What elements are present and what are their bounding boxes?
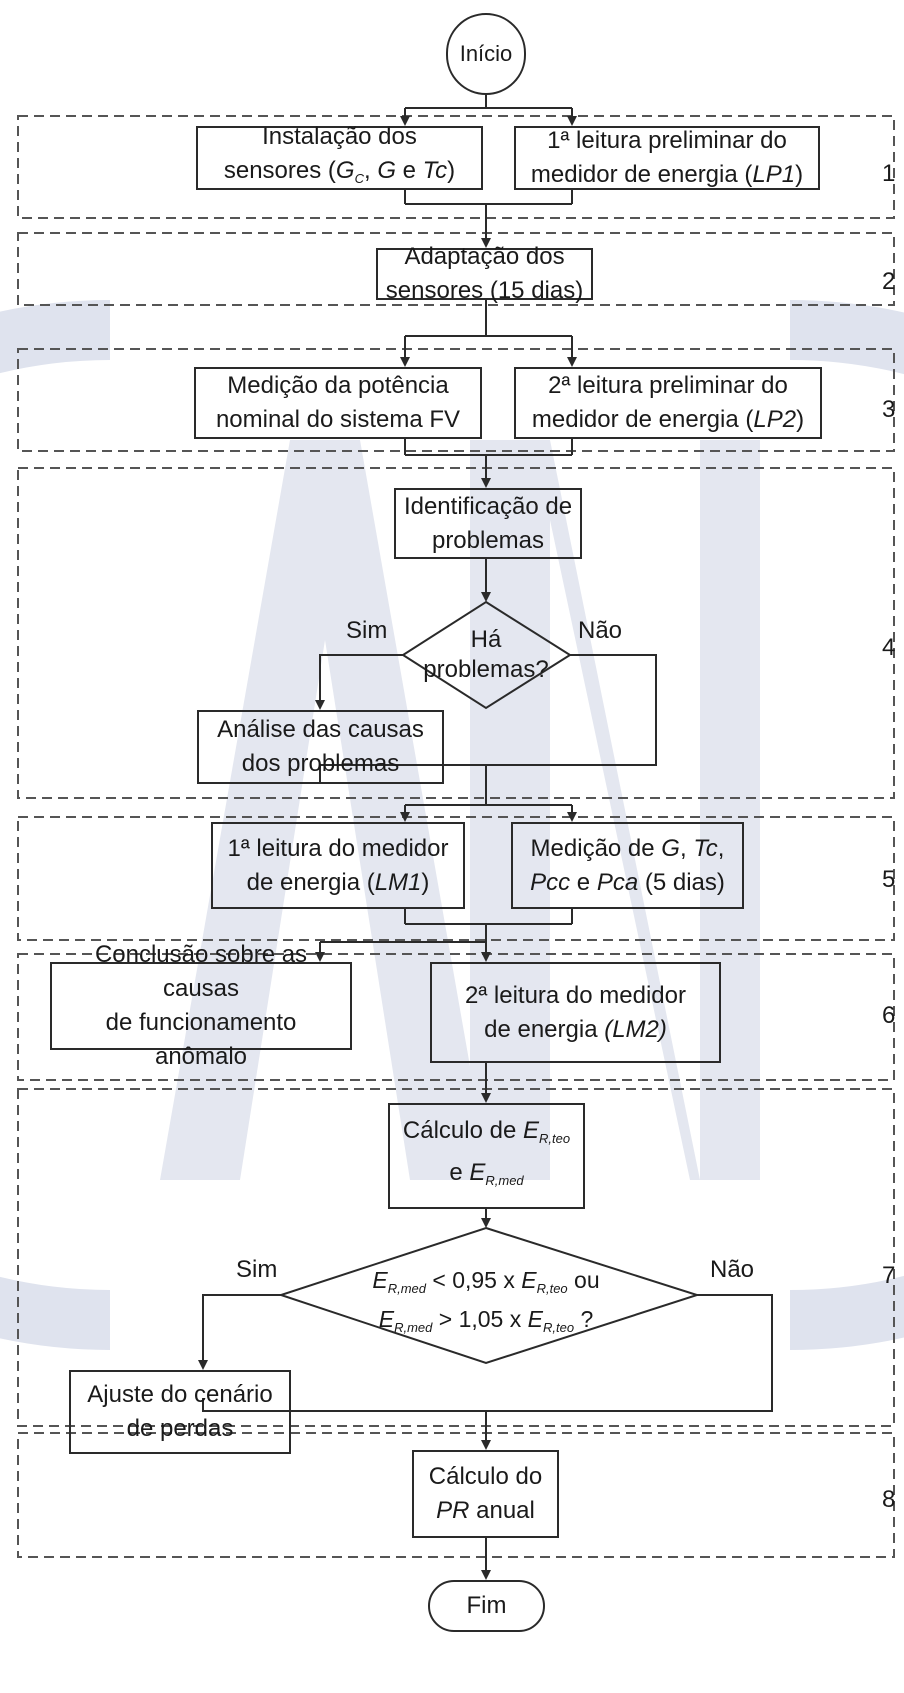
power-measurement-line2: nominal do sistema FV	[215, 406, 461, 433]
identify-problems-box: Identificação de problemas	[394, 488, 582, 559]
lm1-line2: de energia (LM1)	[246, 868, 430, 896]
decision-diamond-2	[277, 1226, 701, 1365]
analysis-line1: Análise das causas	[217, 716, 424, 743]
analysis-line2: dos problemas	[241, 750, 400, 777]
sensor-install-line2: sensores (GC, G e Tc)	[223, 157, 456, 186]
end-label: Fim	[466, 1592, 507, 1619]
start-label: Início	[459, 41, 513, 66]
decision1-line2: problemas?	[423, 656, 549, 683]
stage-frame-2	[17, 232, 895, 306]
lm2-line1: 2ª leitura do medidor	[464, 981, 686, 1009]
analysis-box: Análise das causas dos problemas	[197, 710, 444, 784]
decision1-no-label: Não	[578, 617, 623, 644]
lp1-box: 1ª leitura preliminar do medidor de ener…	[514, 126, 820, 190]
calc-pr-line2: PR anual	[436, 1497, 535, 1524]
power-measurement-line1: Medição da potência	[227, 372, 449, 399]
power-measurement-box: Medição da potência nominal do sistema F…	[194, 367, 482, 439]
adaptation-box: Adaptação dos sensores (15 dias)	[376, 243, 593, 304]
conclusion-line2: de funcionamento anômalo	[105, 1009, 297, 1070]
adjust-line1: Ajuste do cenário	[87, 1381, 273, 1408]
adaptation-line1: Adaptação dos	[404, 243, 565, 270]
stage-number-6: 6	[882, 1002, 896, 1029]
decision1-line1: Há	[470, 626, 502, 653]
decision2-no-label: Não	[710, 1256, 755, 1283]
lm2-line2: de energia (LM2)	[484, 1015, 667, 1043]
lm1-box: 1ª leitura do medidor de energia (LM1)	[211, 822, 465, 909]
end-terminator: Fim	[428, 1580, 545, 1632]
identify-line1: Identificação de	[403, 492, 573, 520]
lp1-line1: 1ª leitura preliminar do	[547, 127, 787, 154]
stage-number-5: 5	[882, 866, 896, 893]
stage-frame-7	[17, 1088, 895, 1427]
adjust-scenario-box: Ajuste do cenário de perdas	[69, 1370, 291, 1454]
stage-frame-5	[17, 816, 895, 941]
decision2-line1: ER,med < 0,95 x ER,teo ou	[372, 1267, 600, 1296]
stage-frames	[17, 115, 895, 1558]
lm1-line1: 1ª leitura do medidor	[227, 834, 449, 862]
start-terminator: Início	[446, 13, 526, 95]
calc-pr-line1: Cálculo do	[428, 1463, 543, 1490]
stage-number-1: 1	[882, 160, 896, 187]
decision1-text: Há problemas?	[396, 625, 576, 685]
sensor-install-box: Instalação dos sensores (GC, G e Tc)	[196, 123, 483, 190]
decision2-text: ER,med < 0,95 x ER,teo ou ER,med > 1,05 …	[296, 1265, 676, 1343]
adaptation-line2: sensores (15 dias)	[385, 277, 584, 304]
lp2-line2: medidor de energia (LP2)	[531, 406, 805, 433]
calc-energy-line2: e ER,med	[449, 1159, 524, 1188]
measurement-box: Medição de G, Tc, Pcc e Pca (5 dias)	[511, 822, 744, 909]
adjust-line2: de perdas	[126, 1415, 234, 1442]
conclusion-line1: Conclusão sobre as causas	[94, 941, 308, 1002]
lp2-line1: 2ª leitura preliminar do	[548, 372, 788, 399]
calc-energy-box: Cálculo de ER,teo e ER,med	[388, 1103, 585, 1209]
stage-frame-3	[17, 348, 895, 452]
calc-energy-line1: Cálculo de ER,teo	[402, 1117, 571, 1146]
stage-number-3: 3	[882, 396, 896, 423]
sensor-install-line1: Instalação dos	[262, 123, 417, 150]
stage-frame-6	[17, 953, 895, 1081]
stage-frame-1	[17, 115, 895, 219]
decision1-yes-label: Sim	[346, 617, 388, 644]
measurement-line2: Pcc e Pca (5 dias)	[530, 868, 725, 896]
measurement-line1: Medição de G, Tc,	[530, 834, 725, 862]
lp1-line2: medidor de energia (LP1)	[530, 161, 804, 188]
stage-frame-4	[17, 467, 895, 799]
stage-number-8: 8	[882, 1486, 896, 1513]
stage-number-4: 4	[882, 634, 896, 661]
stage-number-7: 7	[882, 1262, 896, 1289]
calc-pr-box: Cálculo do PR anual	[412, 1450, 559, 1538]
decision-diamond-1	[401, 600, 572, 710]
decision2-yes-label: Sim	[236, 1256, 278, 1283]
identify-line2: problemas	[431, 526, 545, 554]
stage-number-2: 2	[882, 268, 896, 295]
lp2-box: 2ª leitura preliminar do medidor de ener…	[514, 367, 822, 439]
stage-frame-8	[17, 1432, 895, 1558]
lm2-box: 2ª leitura do medidor de energia (LM2)	[430, 962, 721, 1063]
decision2-line2: ER,med > 1,05 x ER,teo ?	[378, 1306, 594, 1335]
conclusion-box: Conclusão sobre as causas de funcionamen…	[50, 941, 352, 1070]
